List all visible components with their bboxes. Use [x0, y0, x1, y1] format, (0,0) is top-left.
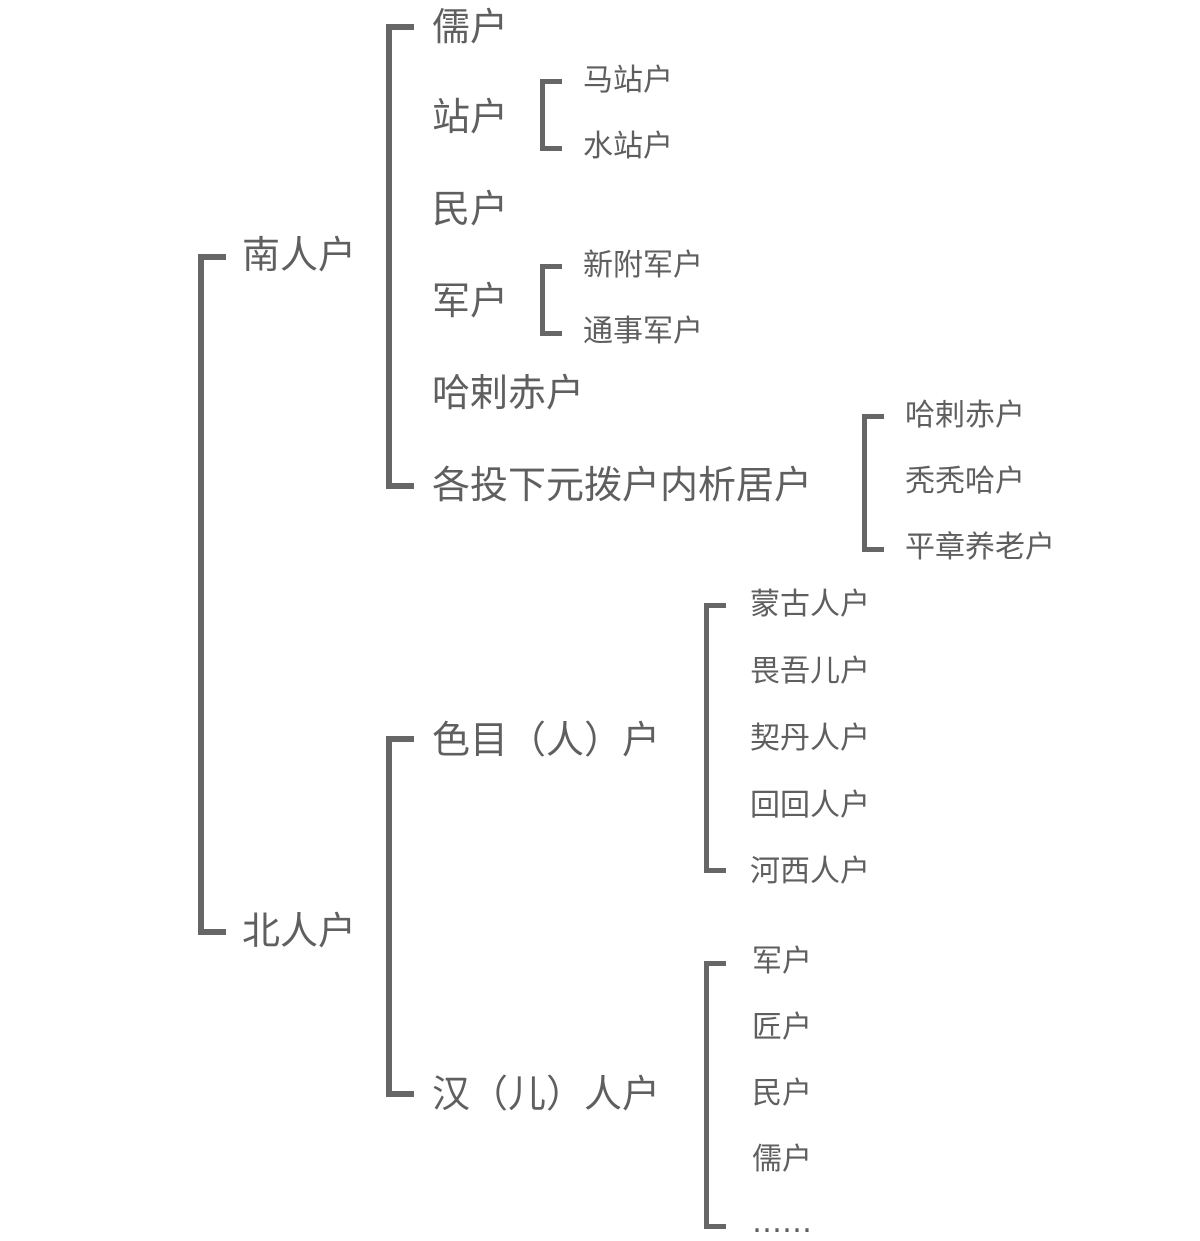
node-tutuha: 秃秃哈户: [905, 464, 1025, 499]
node-south-toxia: 各投下元拨户内析居户: [432, 463, 813, 507]
bracket-semu: [704, 603, 726, 873]
node-pingzhang: 平章养老户: [905, 530, 1055, 565]
node-hexi: 河西人户: [750, 854, 870, 889]
node-han-junhu: 军户: [752, 944, 812, 979]
bracket-root: [198, 254, 226, 935]
bracket-junhu: [540, 264, 562, 336]
node-shuizhanhu: 水站户: [583, 129, 673, 164]
bracket-toxia: [862, 414, 884, 552]
node-mazhanhu: 马站户: [583, 63, 673, 98]
node-south-junhu: 军户: [432, 279, 509, 323]
bracket-zhanhu: [540, 79, 562, 151]
node-han-ellipsis: ……: [752, 1205, 812, 1240]
node-north-households: 北人户: [242, 909, 357, 953]
node-xinfujunhu: 新附军户: [583, 248, 703, 283]
node-qidan: 契丹人户: [750, 721, 870, 756]
node-south-zhanhu: 站户: [432, 95, 509, 139]
node-han-minhu: 民户: [752, 1076, 812, 1111]
node-semu: 色目（人）户: [432, 718, 661, 762]
node-south-halachi: 哈剌赤户: [432, 371, 585, 415]
node-han-ruhu: 儒户: [752, 1142, 812, 1177]
node-south-minhu: 民户: [432, 187, 509, 231]
bracket-south: [386, 24, 414, 489]
node-hanren: 汉（儿）人户: [432, 1072, 661, 1116]
node-south-ruhu: 儒户: [432, 5, 509, 49]
node-menggu: 蒙古人户: [750, 587, 870, 622]
node-toxia-halachi: 哈剌赤户: [905, 398, 1025, 433]
bracket-north: [386, 736, 414, 1097]
node-weiwuer: 畏吾儿户: [750, 654, 870, 689]
node-han-jianghu: 匠户: [752, 1010, 812, 1045]
node-huihui: 回回人户: [750, 788, 870, 823]
node-south-households: 南人户: [242, 233, 357, 277]
bracket-hanren: [704, 961, 726, 1229]
node-tongshijunhu: 通事军户: [583, 314, 703, 349]
